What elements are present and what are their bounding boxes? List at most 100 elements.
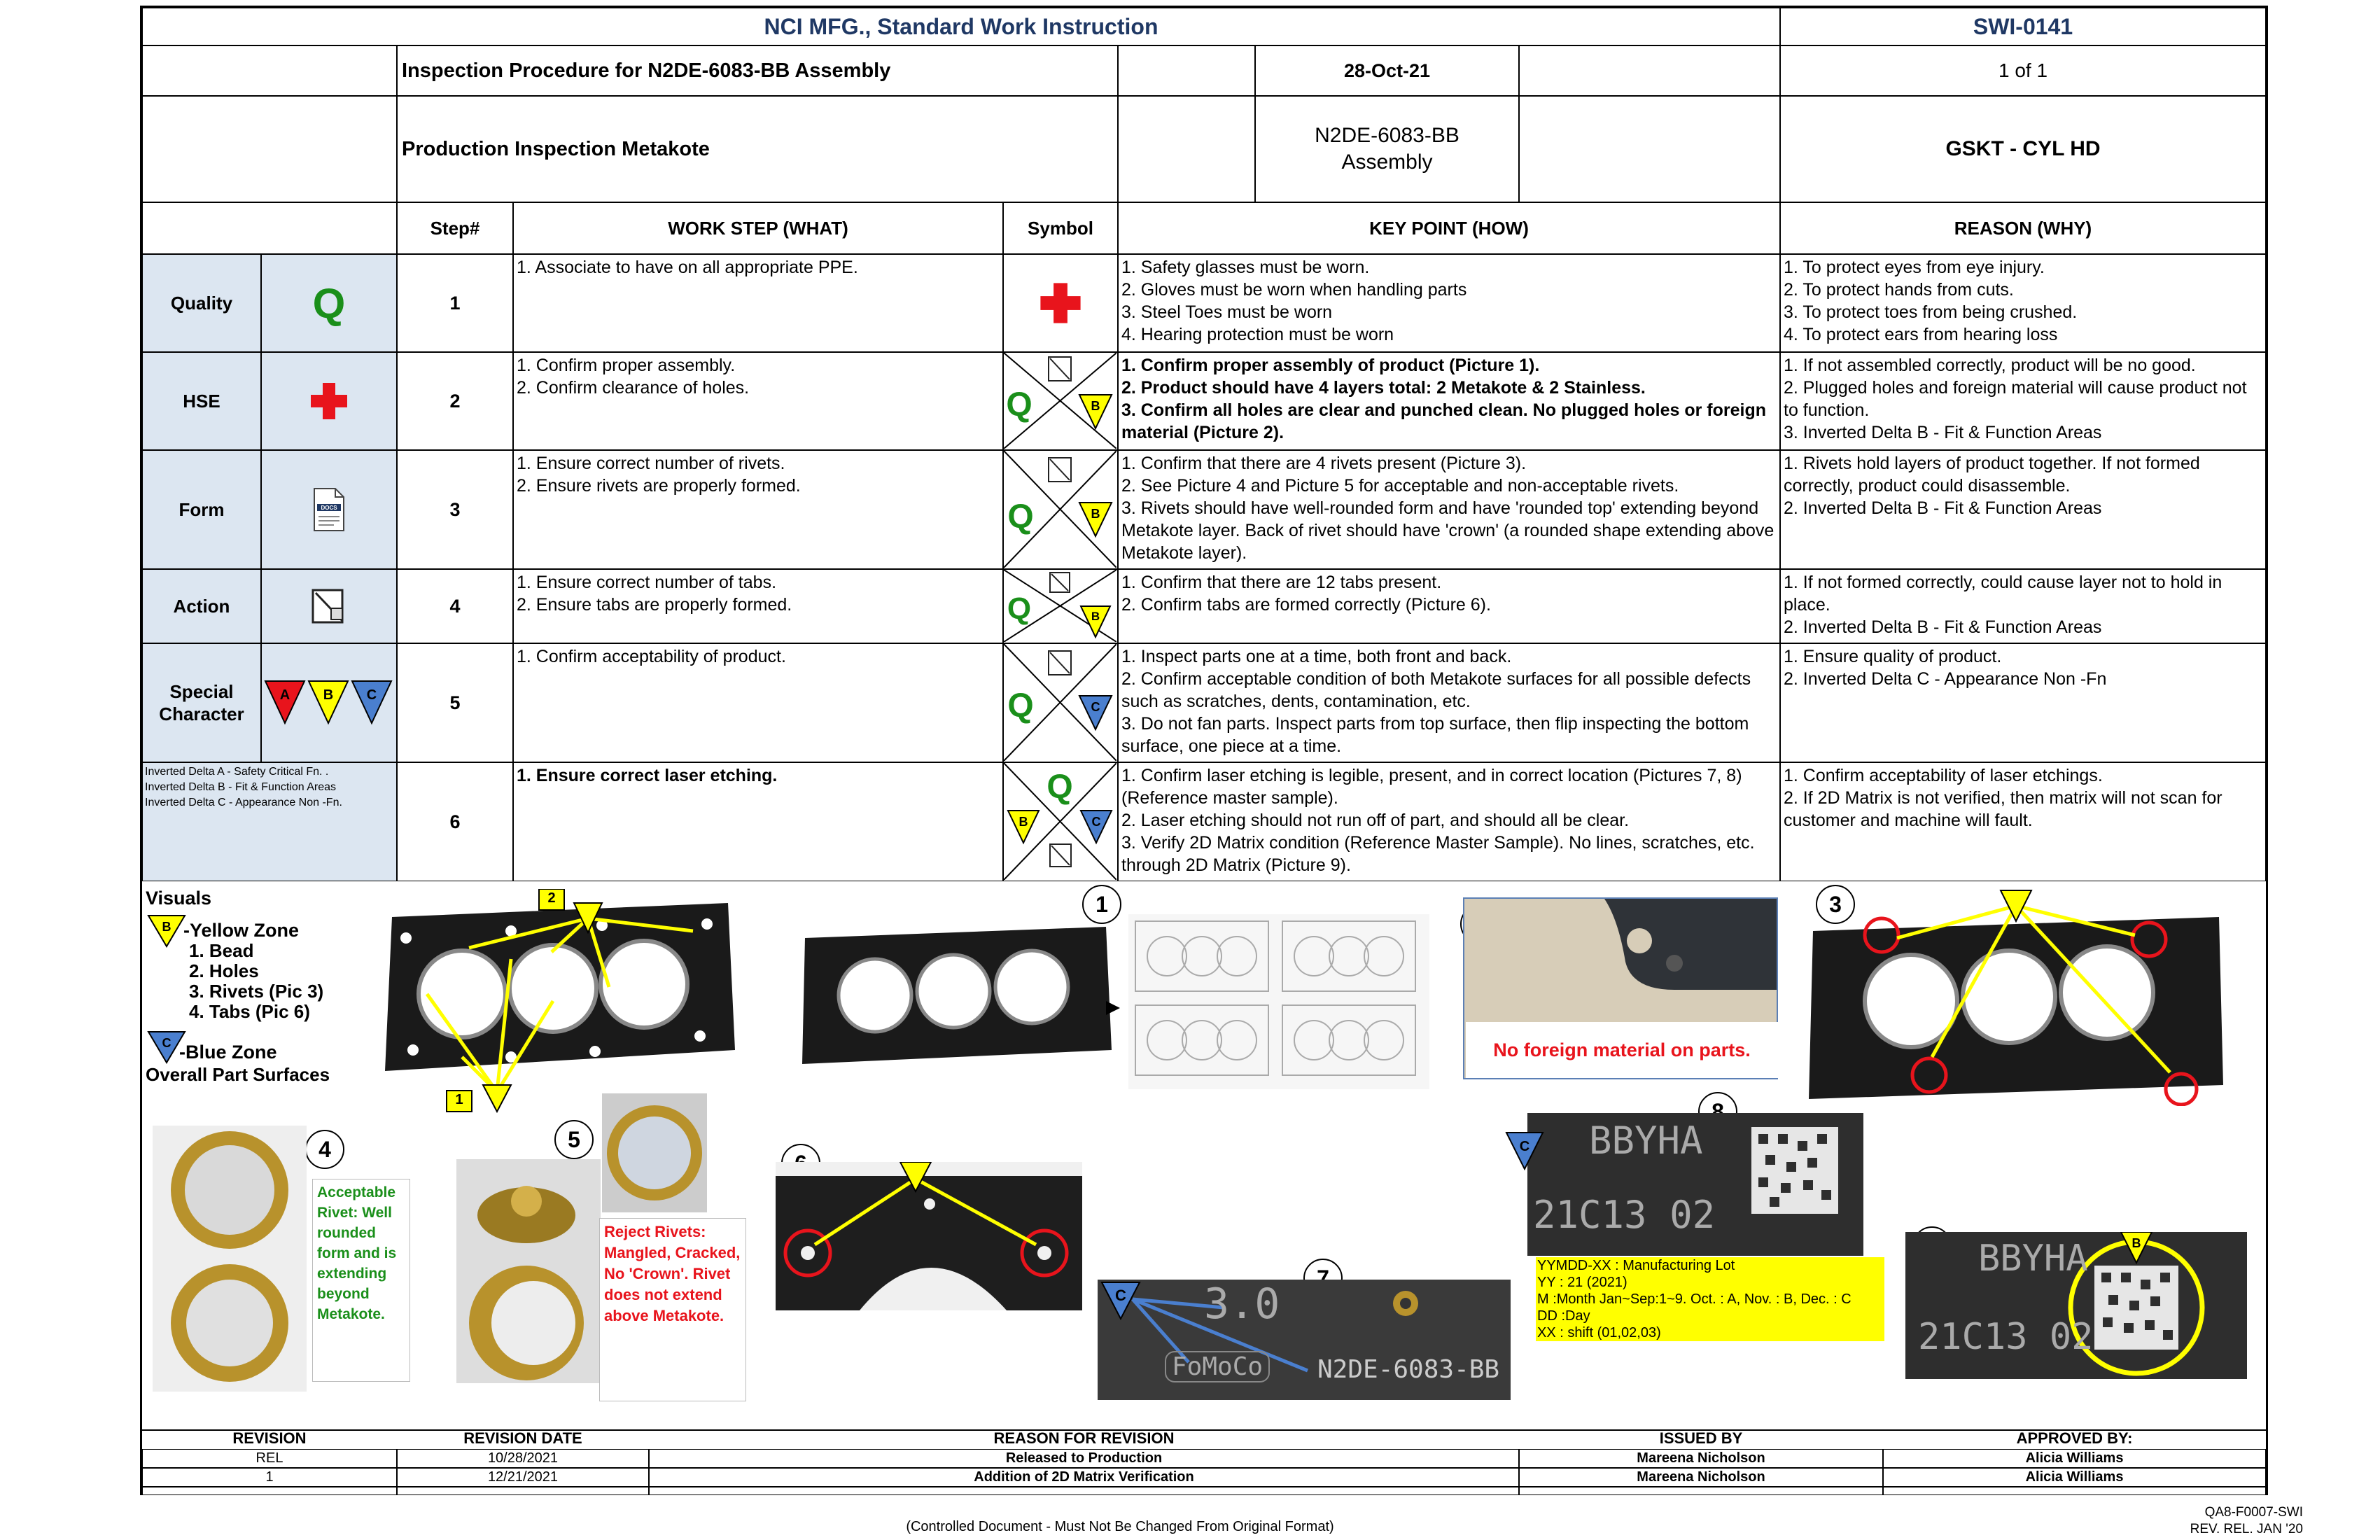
yellow-zone-label: -Yellow Zone	[183, 920, 300, 941]
page-label: Page	[1519, 46, 1780, 96]
svg-text:B: B	[1091, 610, 1100, 623]
svg-text:A: A	[280, 687, 290, 703]
svg-text:C: C	[1520, 1139, 1530, 1154]
rev-rel: REV. REL. JAN '20	[2190, 1522, 2303, 1536]
revision-col-header: REVISION	[232, 1429, 307, 1447]
revision-cell: 1	[142, 1468, 397, 1487]
step-number: 1	[397, 254, 513, 352]
etch-text-2: 21C13 02	[1533, 1193, 1716, 1237]
work-step: 1. Ensure correct number of rivets. 2. E…	[513, 450, 1003, 569]
no-foreign-material-caption: No foreign material on parts.	[1466, 1022, 1778, 1078]
key-special-character-label: Special Character	[142, 643, 261, 762]
work-step-header: WORK STEP (WHAT)	[513, 202, 1003, 254]
controlled-document-note: (Controlled Document - Must Not Be Chang…	[906, 1519, 1334, 1534]
reason: 1. If not assembled correctly, product w…	[1780, 352, 2266, 450]
revision-reason-col-header: REASON FOR REVISION	[993, 1429, 1175, 1447]
svg-text:C: C	[162, 1036, 172, 1050]
step-header: Step#	[397, 202, 513, 254]
reason: 1. To protect eyes from eye injury. 2. T…	[1780, 254, 2266, 352]
step-number: 5	[397, 643, 513, 762]
reason-header: REASON (WHY)	[1780, 202, 2266, 254]
gasket-zones-image	[371, 889, 749, 1113]
picture-1-assembly-image	[798, 917, 1120, 1078]
svg-text:B: B	[1091, 399, 1100, 413]
svg-text:Q: Q	[1007, 687, 1033, 724]
key-hse-label: HSE	[142, 352, 261, 450]
yellow-zone-items: 1. Bead 2. Holes 3. Rivets (Pic 3) 4. Ta…	[189, 940, 324, 1022]
svg-text:B: B	[1091, 507, 1100, 521]
symbol-header: Symbol	[1003, 202, 1118, 254]
revision-cell: REL	[142, 1449, 397, 1468]
revision-empty-row	[397, 1487, 649, 1495]
key-action-label: Action	[142, 569, 261, 643]
picture-3-rivets-image	[1806, 889, 2226, 1106]
key-point: 1. Confirm laser etching is legible, pre…	[1118, 762, 1780, 881]
svg-text:B: B	[2132, 1236, 2141, 1250]
svg-text:C: C	[1092, 815, 1101, 829]
picture-5-number: 5	[554, 1120, 594, 1159]
hse-cross-icon	[1003, 254, 1118, 352]
work-step: 1. Confirm proper assembly. 2. Confirm c…	[513, 352, 1003, 450]
visuals-title: Visuals	[146, 888, 212, 909]
key-quality-label: Quality	[142, 254, 261, 352]
etch-text-3: 3.0	[1204, 1280, 1280, 1329]
picture-8-blue-delta-icon: C	[1505, 1131, 1544, 1174]
step-number: 3	[397, 450, 513, 569]
blue-zone-label: -Blue Zone	[179, 1042, 277, 1063]
svg-text:B: B	[323, 687, 333, 703]
svg-text:C: C	[367, 687, 377, 703]
picture-4-number: 4	[305, 1130, 344, 1169]
quality-q-icon: Q	[261, 254, 397, 352]
revision-empty-row	[649, 1487, 1519, 1495]
picture-6-tabs-image	[776, 1162, 1082, 1310]
etch-text-4: FoMoCo	[1165, 1351, 1270, 1382]
picture-9-matrix-image: B	[1905, 1232, 2247, 1379]
part-number: N2DE-6083-BB Assembly	[1255, 96, 1519, 202]
step-number: 6	[397, 762, 513, 881]
document-id: SWI-0141	[1780, 8, 2266, 46]
svg-text:C: C	[1115, 1287, 1126, 1304]
svg-text:Q: Q	[1006, 386, 1032, 424]
key-point: 1. Safety glasses must be worn. 2. Glove…	[1118, 254, 1780, 352]
picture-8-etching-image	[1527, 1113, 1863, 1256]
reason: 1. Confirm acceptability of laser etchin…	[1780, 762, 2266, 881]
delta-legend: Inverted Delta A - Safety Critical Fn. .…	[142, 762, 397, 881]
approved-by-cell: Alicia Williams	[1883, 1468, 2266, 1487]
key-point: 1. Inspect parts one at a time, both fro…	[1118, 643, 1780, 762]
department-value: Production Inspection Metakote	[397, 96, 1118, 202]
callout-1-label: 1	[455, 1092, 463, 1107]
delta-b-icon	[307, 680, 349, 725]
step-number: 4	[397, 569, 513, 643]
part-name-label: Part Name	[1519, 96, 1780, 202]
svg-text:B: B	[162, 920, 172, 934]
revision-top-rule	[142, 1429, 2266, 1431]
picture-3-number: 3	[1816, 885, 1855, 924]
revision-date-cell: 10/28/2021	[397, 1449, 649, 1468]
symbol-combo: Q B C	[1003, 762, 1118, 881]
svg-text:B: B	[1019, 815, 1028, 829]
yellow-zone-delta-icon: B	[147, 914, 186, 951]
part-number-label: Part Number	[1118, 96, 1255, 202]
revision-date-cell: 12/21/2021	[397, 1468, 649, 1487]
blue-zone-items: Overall Part Surfaces	[146, 1064, 330, 1085]
reject-rivet-caption: Reject Rivets: Mangled, Cracked, No 'Cro…	[599, 1218, 746, 1401]
revision-empty-row	[1883, 1487, 2266, 1495]
revision-empty-row	[142, 1487, 397, 1495]
revision-reason-cell: Released to Production	[649, 1449, 1519, 1468]
issue-date-label: Issue Date	[1118, 46, 1255, 96]
part-name: GSKT - CYL HD	[1780, 96, 2266, 202]
picture-4-acceptable-rivets-image	[153, 1126, 307, 1392]
svg-text:Q: Q	[1046, 769, 1072, 806]
picture-5-reject-rivets-image	[456, 1159, 601, 1383]
picture-7-etching-image: C	[1098, 1280, 1511, 1400]
svg-text:Q: Q	[1007, 498, 1033, 536]
work-step: 1. Ensure correct number of tabs. 2. Ens…	[513, 569, 1003, 643]
issued-by-col-header: ISSUED BY	[1659, 1429, 1743, 1447]
page-value: 1 of 1	[1780, 46, 2266, 96]
delta-a-icon	[264, 680, 306, 725]
etch-text-2b: 21C13 02	[1918, 1316, 2094, 1358]
approved-by-col-header: APPROVED BY:	[2016, 1429, 2133, 1447]
